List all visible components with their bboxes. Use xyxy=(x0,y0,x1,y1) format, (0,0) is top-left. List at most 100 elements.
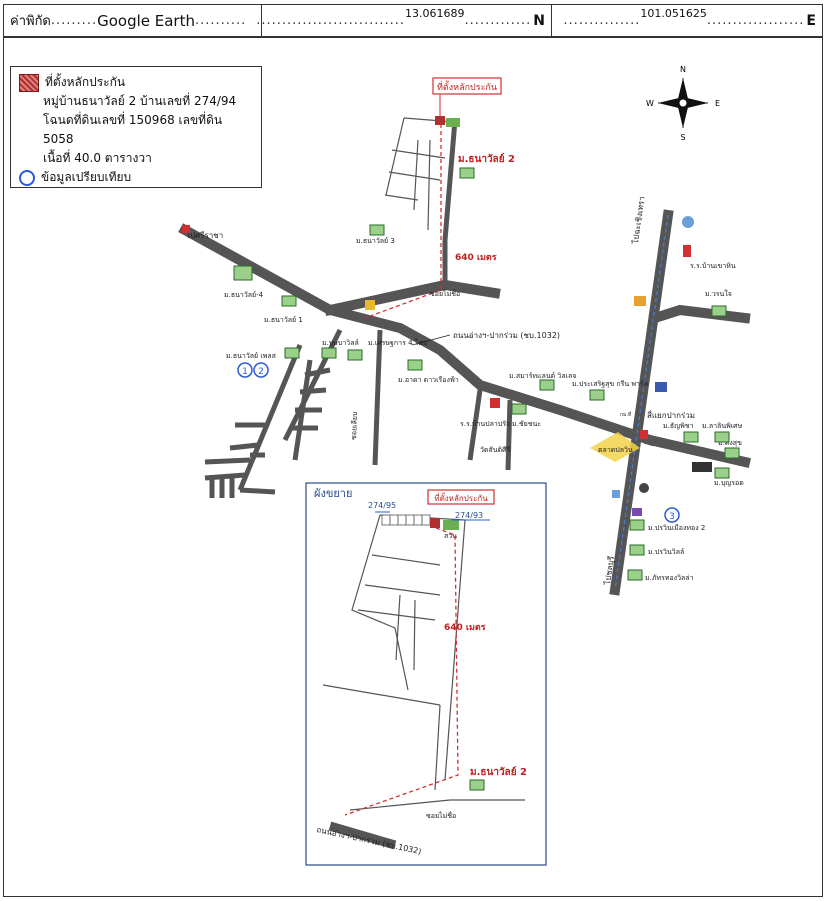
label-arada: ม.อาดา ดาวเรืองฟ้า xyxy=(398,376,459,384)
inset-route xyxy=(344,527,459,816)
hospital-icon xyxy=(612,490,620,498)
label-thanawan3: ม.ธนาวัลย์ 3 xyxy=(356,237,395,245)
legend-comparable: ข้อมูลเปรียบเทียบ xyxy=(19,168,253,187)
label-pattara: ม.ภัทรทองวิลล่า xyxy=(645,574,694,582)
coordinate-header: ค่าพิกัด ......... Google Earth ........… xyxy=(3,4,823,37)
label-road-vertical: ซอยเลียบ xyxy=(350,412,359,441)
label-chanat: ม.ชัยชนะ xyxy=(512,420,541,428)
label-market: ตลาดปลวิน xyxy=(598,446,633,454)
inset-thanawan2: ม.ธนาวัลย์ 2 xyxy=(470,766,527,778)
compass-e: E xyxy=(715,99,720,108)
label-school-khao-hin: ร.ร.บ้านเขาหิน xyxy=(690,262,736,270)
inset-collateral-marker xyxy=(430,518,440,528)
inset-plots xyxy=(381,514,431,526)
label-main-road: ถนนอ่างฯ-ปากร่วม (ชบ.1032) xyxy=(453,331,560,340)
inset-plot-left: 274/95 xyxy=(368,501,396,510)
compass-n: N xyxy=(680,65,686,74)
latitude-cell: ............................. 13.061689 … xyxy=(256,5,552,36)
coord-source: Google Earth xyxy=(97,11,195,30)
longitude-value: 101.051625 xyxy=(640,7,707,20)
store-icon xyxy=(634,296,646,306)
route-to-collateral xyxy=(364,124,442,319)
bank-icon xyxy=(655,382,667,392)
inset-garden xyxy=(443,520,459,530)
coord-label: ค่าพิกัด xyxy=(10,14,51,29)
collateral-label: ที่ตั้งหลักประกัน xyxy=(437,80,497,93)
main-road-west xyxy=(178,223,657,447)
mall-icon xyxy=(639,483,649,493)
coordinate-source-cell: ค่าพิกัด ......... Google Earth ........… xyxy=(4,5,262,36)
water-icon xyxy=(682,216,694,228)
school-flag-icon-2 xyxy=(490,398,500,408)
label-boonrod: ม.บุญรอด xyxy=(714,479,744,487)
inset-plot-right: 274/93 xyxy=(455,511,483,520)
garden-plot xyxy=(446,118,460,127)
label-to-chachoengsao: ไปฉะเชิงเทรา xyxy=(631,196,647,245)
latitude-unit: N xyxy=(533,12,545,29)
inset-house-icon xyxy=(469,779,485,791)
inset-collateral-label: ที่ตั้งหลักประกัน xyxy=(434,492,488,503)
label-sangsuk: ม.ดังสุข xyxy=(718,439,742,447)
label-setthakarn: ม.เศรษฐการ 4 โฮม xyxy=(368,338,427,347)
label-bunrat: ม.บุษบาวิลล์ xyxy=(322,339,359,347)
label-intersection: สี่แยกปากร่วม xyxy=(647,409,695,420)
label-thanya: ม.ธัญพิชา xyxy=(663,422,693,430)
label-to-sriracha: ไปศรีราชา xyxy=(185,231,223,240)
map-legend: ที่ตั้งหลักประกัน หมู่บ้านธนาวัลย์ 2 บ้า… xyxy=(10,66,262,188)
label-school-pracha: ร.ร.บ้านปลาปรัจ xyxy=(460,420,510,428)
label-distance: 640 เมตร xyxy=(455,253,497,263)
collateral-plot-marker xyxy=(435,116,445,125)
road-soi-north xyxy=(324,279,501,316)
legend-collateral: ที่ตั้งหลักประกัน xyxy=(19,73,253,92)
market-area xyxy=(590,432,640,462)
longitude-unit: E xyxy=(806,12,816,29)
label-soi: ซอยไม่ชื่อ xyxy=(430,289,460,298)
longitude-cell: ............... 101.051625 .............… xyxy=(563,7,816,29)
label-lalin: ม.ลาลินพิเศษ xyxy=(702,422,743,430)
comparable-markers xyxy=(237,362,680,523)
label-to-chonburi: ไปชลบุรี xyxy=(603,555,616,586)
atm-icon xyxy=(632,508,642,516)
comparable-1: 1 xyxy=(242,367,248,377)
label-km-sign: กม.ที่ xyxy=(620,411,631,418)
compass-w: W xyxy=(646,99,654,108)
legend-comparable-label: ข้อมูลเปรียบเทียบ xyxy=(41,170,132,184)
label-wat: วัดสันติศีรี xyxy=(480,446,511,454)
label-thanawan1: ม.ธนาวัลย์ 1 xyxy=(264,316,303,324)
house-icons xyxy=(233,167,740,581)
legend-collateral-title: ที่ตั้งหลักประกัน xyxy=(45,75,126,89)
shop-icon xyxy=(692,462,712,472)
compass-icon xyxy=(658,78,708,128)
sriracha-marker xyxy=(182,225,190,233)
inset-main-road xyxy=(328,821,397,850)
intersection-marker xyxy=(640,430,648,439)
label-thanawan4: ม.ธนาวัลย์-4 xyxy=(224,291,264,299)
inset-box xyxy=(305,482,547,866)
label-wanjai: ม.วรนใจ xyxy=(705,289,732,298)
label-prasertsuk: ม.ประเสริฐสุข กรีน พาร์ค xyxy=(572,380,649,388)
collateral-hatch-icon xyxy=(19,73,39,92)
road-wanjai xyxy=(648,304,751,325)
inset-subdivision xyxy=(322,514,525,811)
collateral-subdivision xyxy=(384,117,456,271)
label-praruen: ม.ปรวินเมืองทอง 2 xyxy=(648,524,705,532)
legend-line1: หมู่บ้านธนาวัลย์ 2 บ้านเลขที่ 274/94 xyxy=(43,94,237,108)
comparable-circle-icon xyxy=(19,169,35,186)
map-frame xyxy=(3,37,823,897)
inset-title: ผังขยาย xyxy=(314,487,352,500)
inset-distance: 640 เมตร xyxy=(444,623,486,633)
comparable-3: 3 xyxy=(669,512,675,522)
school-flag-icon xyxy=(683,245,691,257)
inset-garden-label: สวน xyxy=(444,532,457,540)
compass-s: S xyxy=(680,133,685,142)
legend-line3: เนื้อที่ 40.0 ตารางวา xyxy=(43,151,152,165)
label-pracha-villa: ม.ปรวินวิลล์ xyxy=(648,548,684,556)
legend-line2: โฉนดที่ดินเลขที่ 150968 เลขที่ดิน 5058 xyxy=(43,113,223,146)
latitude-value: 13.061689 xyxy=(405,7,465,20)
label-thanawan2: ม.ธนาวัลย์ 2 xyxy=(458,153,515,165)
gas-icon xyxy=(365,300,375,310)
inset-soi: ซอยไม่ชื่อ xyxy=(426,811,456,820)
label-smart-land: ม.สมาร์ทแลนด์ วิลเลจ xyxy=(509,372,576,380)
comparable-2: 2 xyxy=(258,367,264,377)
